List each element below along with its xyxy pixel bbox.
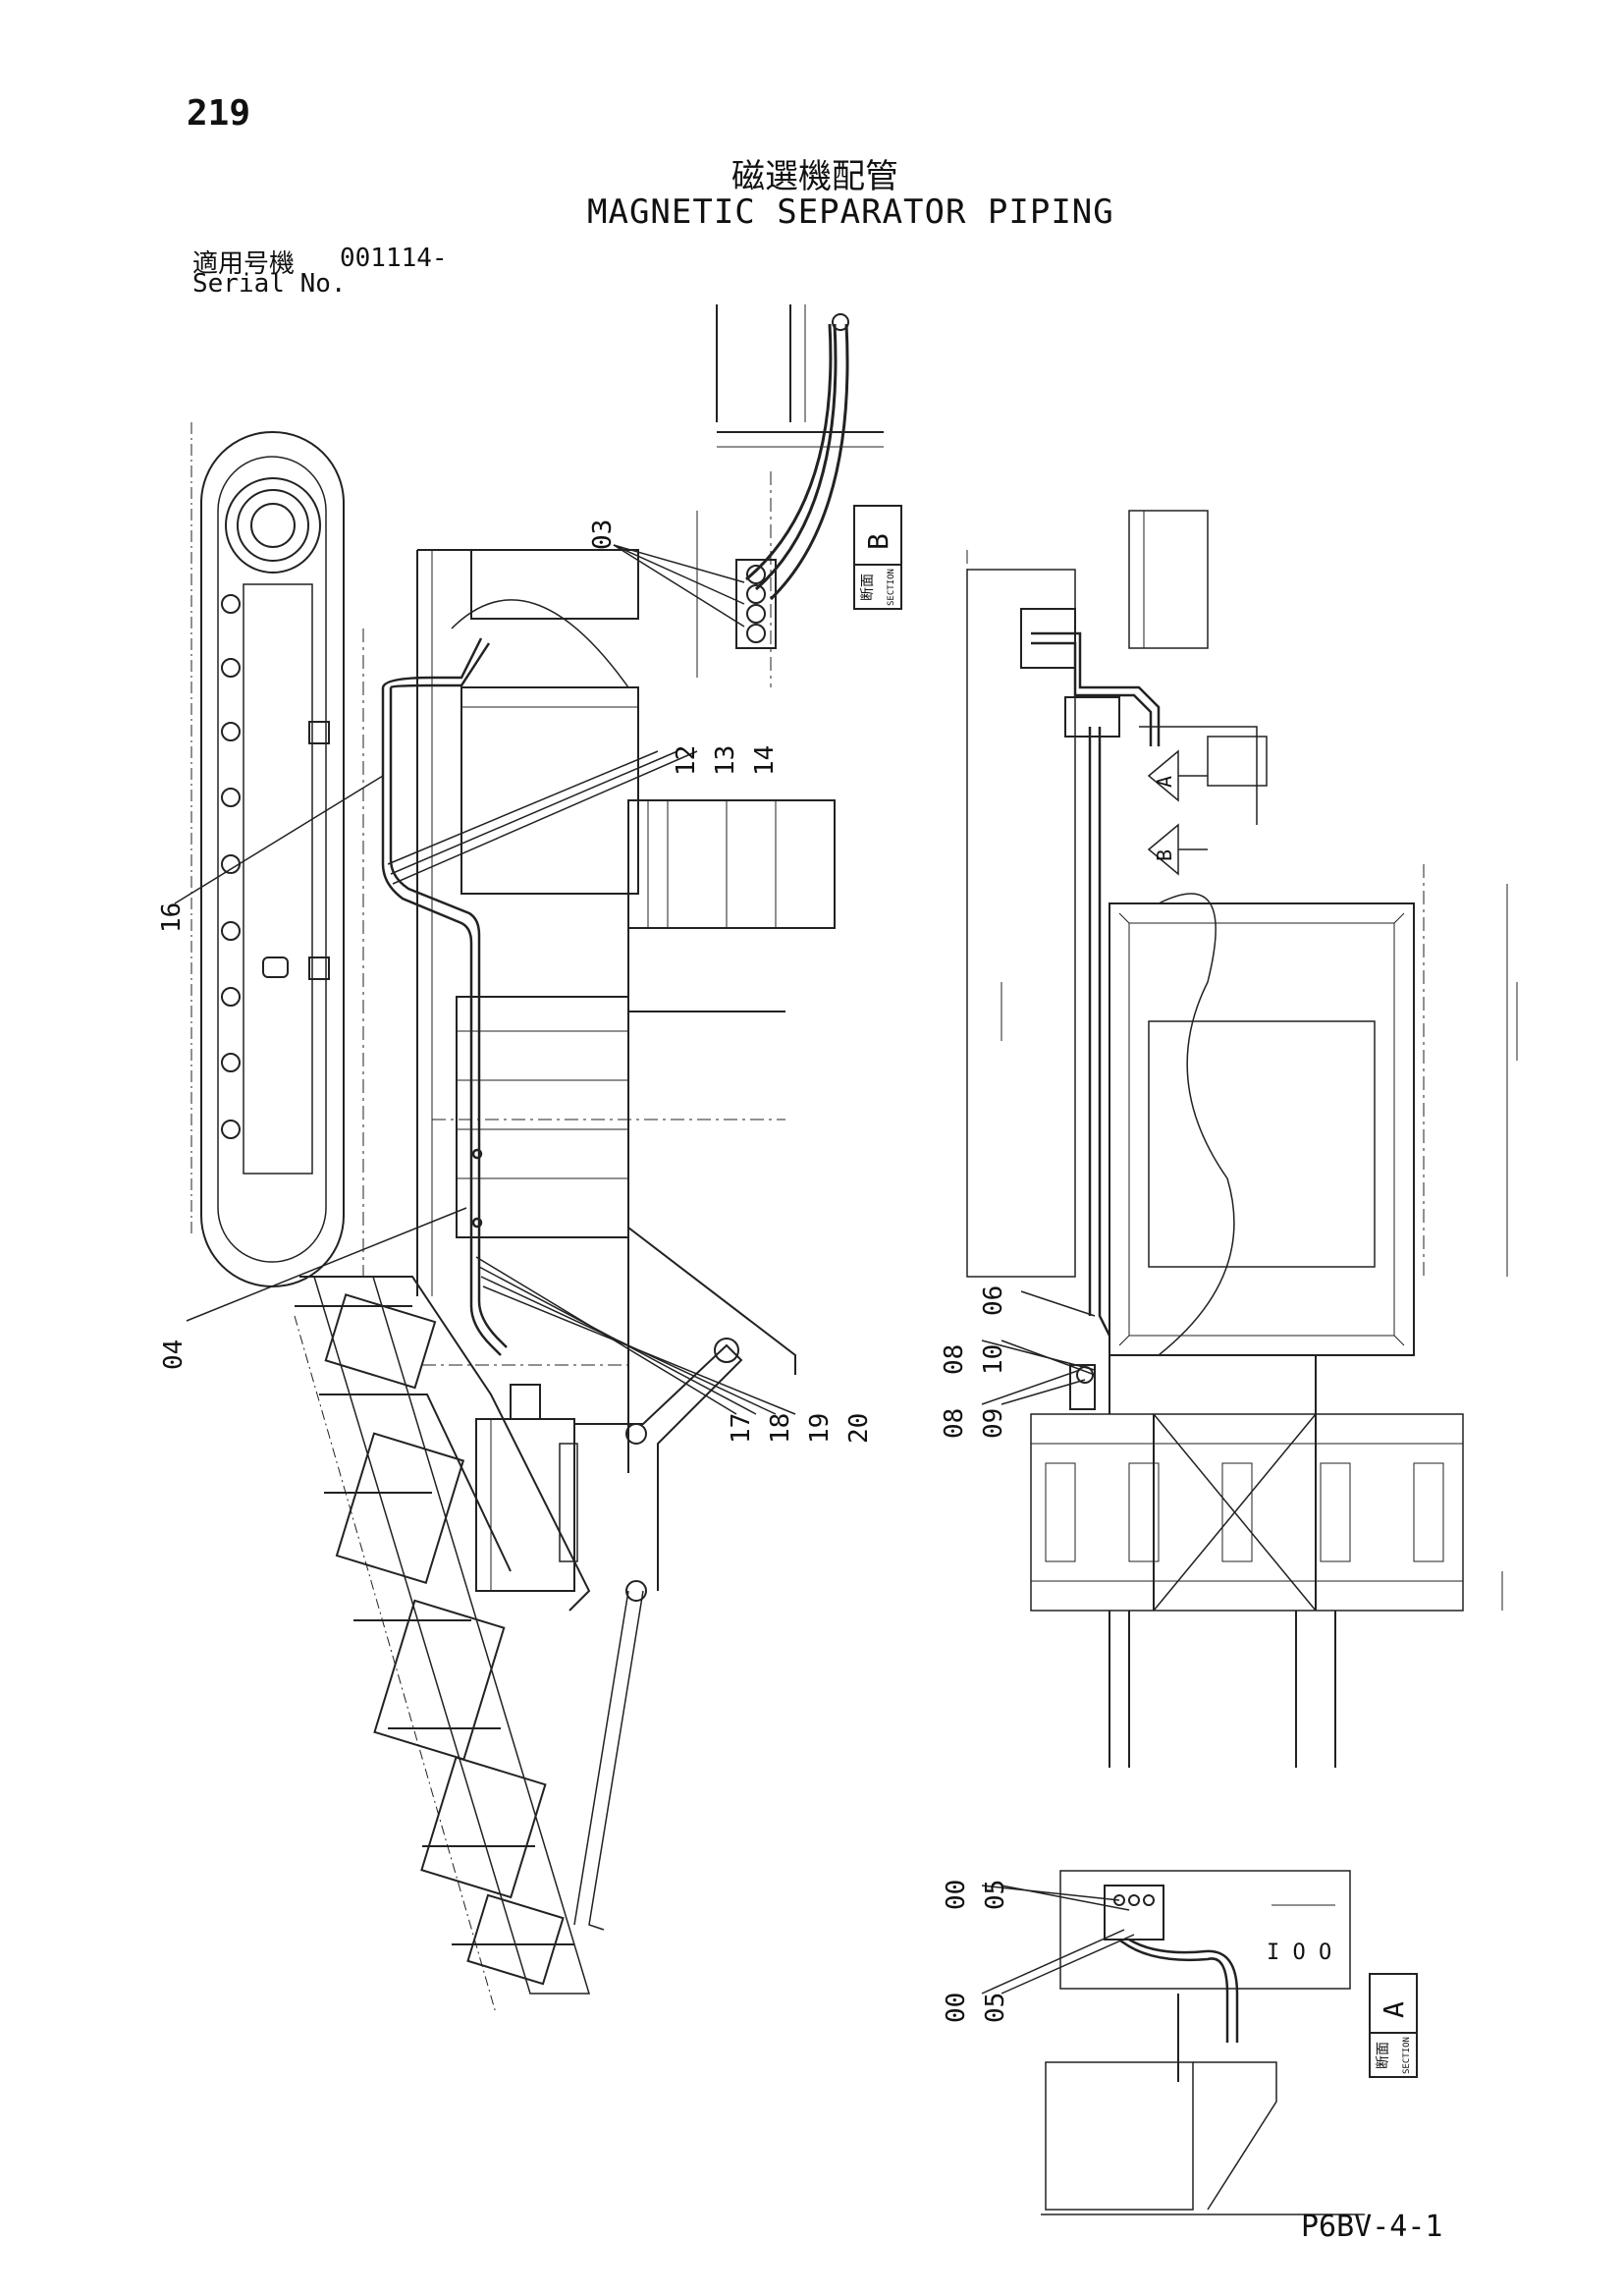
section-b-inset xyxy=(696,304,884,687)
section-arrows xyxy=(1147,749,1208,876)
serial-label-english: Serial No. xyxy=(192,269,347,299)
callout-16: 16 xyxy=(157,902,187,933)
callout-06: 06 xyxy=(979,1285,1008,1316)
hydraulic-hose-left xyxy=(381,637,508,1356)
callout-18: 18 xyxy=(766,1413,795,1444)
serial-label-japanese: 適用号機 xyxy=(192,249,296,279)
serial-number: 001114- xyxy=(340,244,448,273)
callout-19: 19 xyxy=(805,1413,835,1444)
callout-04: 04 xyxy=(159,1339,189,1370)
callout-05-a: 05 xyxy=(981,1880,1010,1910)
callout-08-b: 08 xyxy=(940,1408,969,1439)
callout-14: 14 xyxy=(750,745,780,776)
callout-20: 20 xyxy=(844,1413,874,1444)
callout-13: 13 xyxy=(711,745,740,776)
callout-12: 12 xyxy=(672,745,701,776)
magnetic-separator-left xyxy=(475,1338,743,1931)
callout-05-b: 05 xyxy=(981,1993,1010,2023)
section-label-boxes xyxy=(853,505,1418,2078)
section-arrow-a-label: A xyxy=(1153,776,1176,788)
callout-03: 03 xyxy=(588,519,618,550)
crawler-track xyxy=(190,422,345,1287)
plan-view-right xyxy=(966,510,1518,1768)
callout-10: 10 xyxy=(979,1344,1008,1375)
callout-00-a: 00 xyxy=(942,1880,971,1910)
title-english: MAGNETIC SEPARATOR PIPING xyxy=(587,192,1114,232)
callout-17: 17 xyxy=(727,1413,756,1444)
page-number: 219 xyxy=(187,93,251,134)
discharge-conveyor xyxy=(294,1276,591,2014)
section-arrow-b-label: B xyxy=(1153,849,1176,861)
svg-text:I O O: I O O xyxy=(1267,1941,1331,1965)
section-b-letter: B xyxy=(862,533,894,550)
section-b-japanese: 断面 xyxy=(860,574,876,601)
title-japanese: 磁選機配管 xyxy=(731,157,898,196)
section-a-japanese: 断面 xyxy=(1376,2042,1391,2069)
drawing-code: P6BV-4-1 xyxy=(1301,2210,1443,2244)
callout-00-b: 00 xyxy=(942,1993,971,2023)
callout-leaders xyxy=(174,544,1135,1995)
section-a-inset: I O O xyxy=(1041,1870,1365,2215)
callout-09: 09 xyxy=(979,1408,1008,1439)
section-b-english: SECTION xyxy=(887,569,896,606)
section-a-english: SECTION xyxy=(1402,2037,1412,2074)
machine-frame-left xyxy=(362,549,836,1473)
section-a-letter: A xyxy=(1378,2001,1410,2018)
callout-08-a: 08 xyxy=(940,1344,969,1375)
